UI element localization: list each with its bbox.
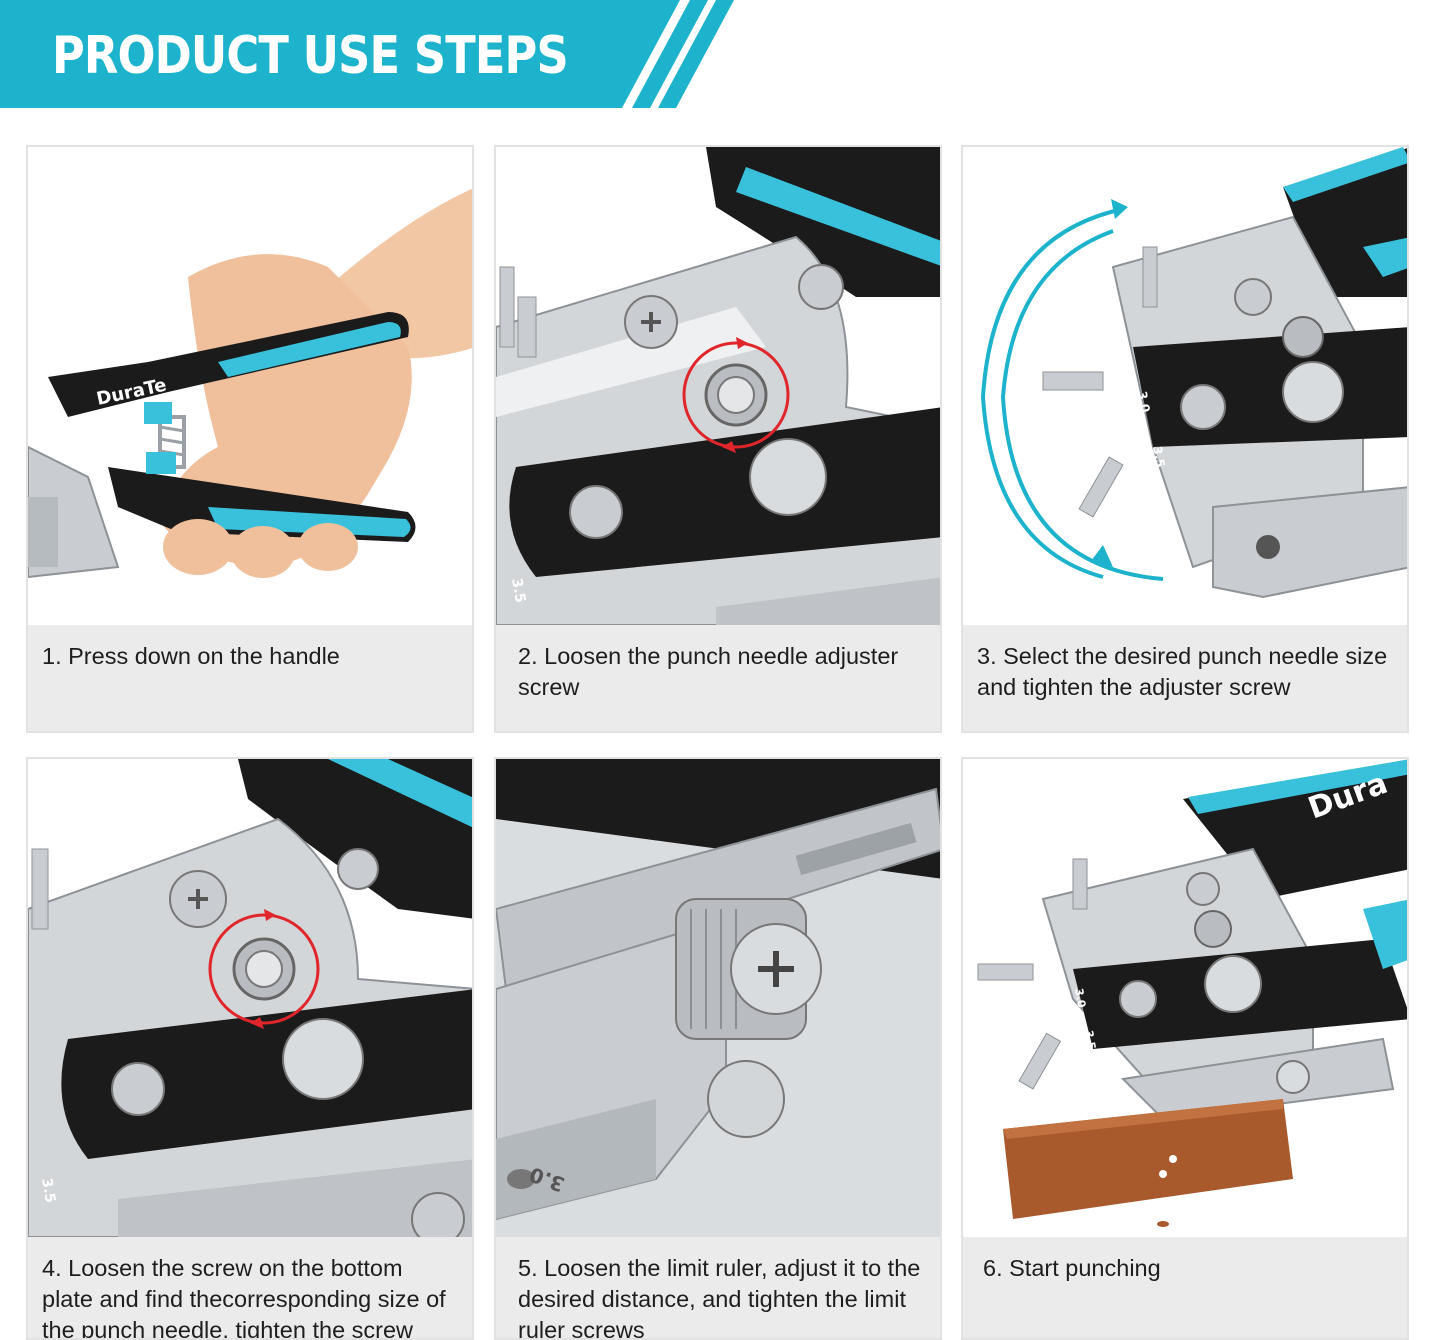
step-2-illustration: 3.5 <box>496 147 940 625</box>
step-6-caption: 6. Start punching <box>983 1255 1161 1281</box>
step-panel-3: 3.0 3.5 3. Select the desired punch need… <box>961 145 1409 733</box>
step-1-caption-box: 1. Press down on the handle <box>28 625 472 731</box>
step-2-caption: 2. Loosen the punch needle adjuster scre… <box>518 643 899 700</box>
dial-mark-3b: 3.5 <box>1150 445 1167 468</box>
step-panel-5: 3.0 5. Loosen the limit ruler, adjust it… <box>494 757 942 1340</box>
step-panel-1: DuraTe 1. Press down on the handle <box>26 145 474 733</box>
page-title: PRODUCT USE STEPS <box>52 26 569 86</box>
step-5-caption: 5. Loosen the limit ruler, adjust it to … <box>518 1255 921 1340</box>
step-5-illustration: 3.0 <box>496 759 940 1237</box>
step-4-caption: 4. Loosen the screw on the bottom plate … <box>42 1255 446 1340</box>
step-panel-2: 3.5 2. Loosen the punch needle adjuster … <box>494 145 942 733</box>
step-6-illustration: Dura 3.0 3.5 <box>963 759 1407 1237</box>
step-5-caption-box: 5. Loosen the limit ruler, adjust it to … <box>496 1237 940 1338</box>
header-banner: PRODUCT USE STEPS <box>0 0 760 112</box>
step-1-illustration: DuraTe <box>28 147 472 625</box>
step-3-caption: 3. Select the desired punch needle size … <box>977 643 1388 700</box>
step-3-caption-box: 3. Select the desired punch needle size … <box>963 625 1407 731</box>
step-4-caption-box: 4. Loosen the screw on the bottom plate … <box>28 1237 472 1338</box>
step-3-illustration: 3.0 3.5 <box>963 147 1407 625</box>
step-2-caption-box: 2. Loosen the punch needle adjuster scre… <box>496 625 940 731</box>
step-panel-4: 3.5 4. Loosen the screw on the bottom pl… <box>26 757 474 1340</box>
dial-mark-3a: 3.0 <box>1135 390 1152 413</box>
banner-shape <box>0 0 734 108</box>
dial-mark-6a: 3.0 <box>1072 987 1088 1009</box>
step-4-illustration: 3.5 <box>28 759 472 1237</box>
step-6-caption-box: 6. Start punching <box>963 1237 1407 1338</box>
step-1-caption: 1. Press down on the handle <box>42 643 340 669</box>
dial-mark-2: 3.5 <box>508 577 528 604</box>
dial-mark-6b: 3.5 <box>1082 1029 1098 1050</box>
dial-mark-4: 3.5 <box>38 1177 58 1204</box>
step-panel-6: Dura 3.0 3.5 6. Sta <box>961 757 1409 1340</box>
